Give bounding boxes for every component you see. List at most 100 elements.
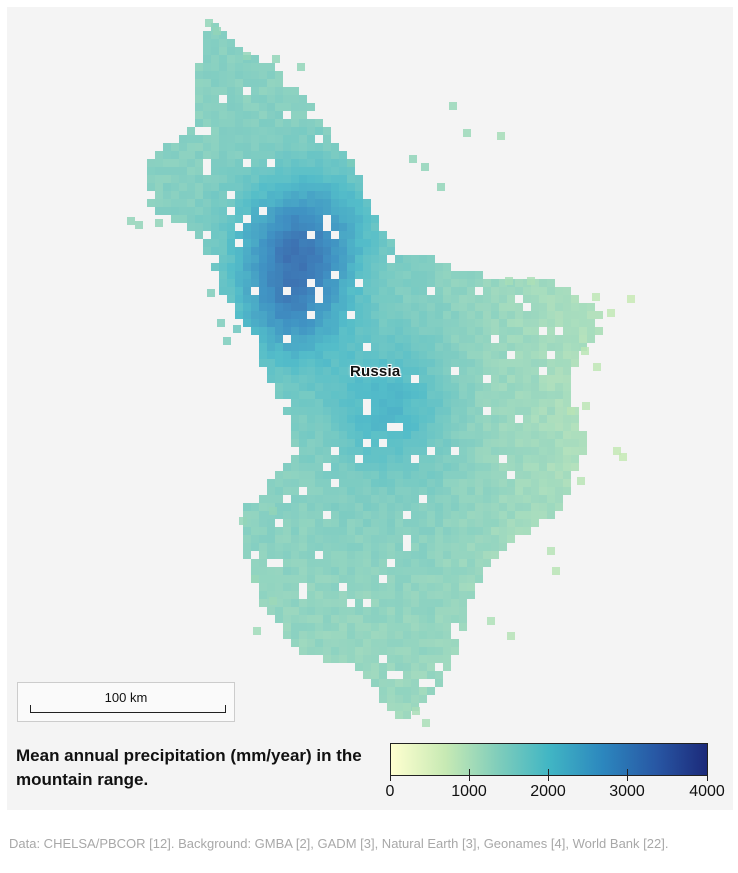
raster-cell: [531, 303, 539, 311]
raster-cell: [579, 439, 587, 447]
raster-cell: [451, 495, 459, 503]
raster-cell: [299, 319, 307, 327]
colorbar-label: 2000: [530, 783, 566, 800]
raster-cell: [451, 455, 459, 463]
raster-cell: [531, 359, 539, 367]
raster-cell: [219, 143, 227, 151]
raster-cell: [563, 367, 571, 375]
raster-cell: [347, 343, 355, 351]
raster-cell: [467, 359, 475, 367]
raster-cell: [355, 255, 363, 263]
raster-cell: [419, 519, 427, 527]
raster-cell: [291, 399, 299, 407]
map-panel[interactable]: Russia 100 km Mean annual precipitation …: [7, 7, 733, 810]
raster-cell: [395, 703, 403, 711]
raster-cell: [315, 519, 323, 527]
raster-cell: [307, 319, 315, 327]
raster-cell: [427, 615, 435, 623]
raster-cell: [387, 247, 395, 255]
raster-cell: [563, 319, 571, 327]
raster-cell: [379, 623, 387, 631]
raster-cell: [275, 223, 283, 231]
raster-cell: [283, 255, 291, 263]
raster-cell: [571, 351, 579, 359]
raster-cell: [323, 439, 331, 447]
raster-cell: [299, 447, 307, 455]
raster-cell: [315, 215, 323, 223]
raster-cell: [315, 183, 323, 191]
raster-cell: [219, 127, 227, 135]
raster-cell: [203, 175, 211, 183]
raster-cell: [213, 27, 221, 35]
raster-cell: [379, 687, 387, 695]
raster-cell: [267, 495, 275, 503]
raster-cell: [259, 271, 267, 279]
raster-cell: [507, 423, 515, 431]
raster-cell: [515, 279, 523, 287]
raster-cell: [363, 215, 371, 223]
raster-cell: [411, 495, 419, 503]
raster-cell: [411, 583, 419, 591]
raster-cell: [427, 415, 435, 423]
raster-cell: [403, 495, 411, 503]
raster-cell: [243, 127, 251, 135]
raster-cell: [435, 599, 443, 607]
raster-cell: [547, 327, 555, 335]
raster-cell: [339, 471, 347, 479]
raster-cell: [411, 415, 419, 423]
raster-cell: [267, 151, 275, 159]
raster-cell: [235, 151, 243, 159]
raster-cell: [371, 479, 379, 487]
raster-cell: [547, 311, 555, 319]
raster-cell: [427, 647, 435, 655]
raster-cell: [363, 207, 371, 215]
raster-cell: [443, 359, 451, 367]
raster-cell: [315, 623, 323, 631]
raster-cell: [547, 399, 555, 407]
raster-cell: [371, 511, 379, 519]
raster-cell: [251, 543, 259, 551]
raster-cell: [355, 199, 363, 207]
raster-cell: [267, 255, 275, 263]
raster-cell: [211, 111, 219, 119]
raster-cell: [275, 615, 283, 623]
raster-cell: [331, 583, 339, 591]
raster-cell: [459, 303, 467, 311]
raster-cell: [435, 679, 443, 687]
raster-cell: [563, 447, 571, 455]
raster-cell: [203, 207, 211, 215]
raster-cell: [435, 519, 443, 527]
raster-cell: [347, 439, 355, 447]
raster-cell: [403, 639, 411, 647]
raster-cell: [427, 591, 435, 599]
raster-cell: [331, 191, 339, 199]
raster-cell: [459, 615, 467, 623]
raster-cell: [539, 375, 547, 383]
raster-cell: [315, 263, 323, 271]
raster-cell: [275, 127, 283, 135]
raster-cell: [371, 647, 379, 655]
raster-cell: [475, 367, 483, 375]
raster-cell: [235, 191, 243, 199]
raster-cell: [435, 455, 443, 463]
raster-cell: [363, 463, 371, 471]
raster-cell: [259, 327, 267, 335]
raster-cell: [563, 311, 571, 319]
raster-cell: [507, 447, 515, 455]
raster-cell: [387, 511, 395, 519]
raster-cell: [275, 527, 283, 535]
raster-cell: [339, 503, 347, 511]
raster-cell: [251, 511, 259, 519]
raster-cell: [251, 215, 259, 223]
raster-cell: [299, 631, 307, 639]
raster-cell: [483, 423, 491, 431]
raster-cell: [363, 231, 371, 239]
raster-cell: [195, 63, 203, 71]
raster-cell: [243, 535, 251, 543]
raster-cell: [211, 263, 219, 271]
raster-cell: [387, 551, 395, 559]
raster-cell: [467, 447, 475, 455]
raster-cell: [187, 215, 195, 223]
raster-cell: [587, 319, 595, 327]
raster-cell: [155, 151, 163, 159]
